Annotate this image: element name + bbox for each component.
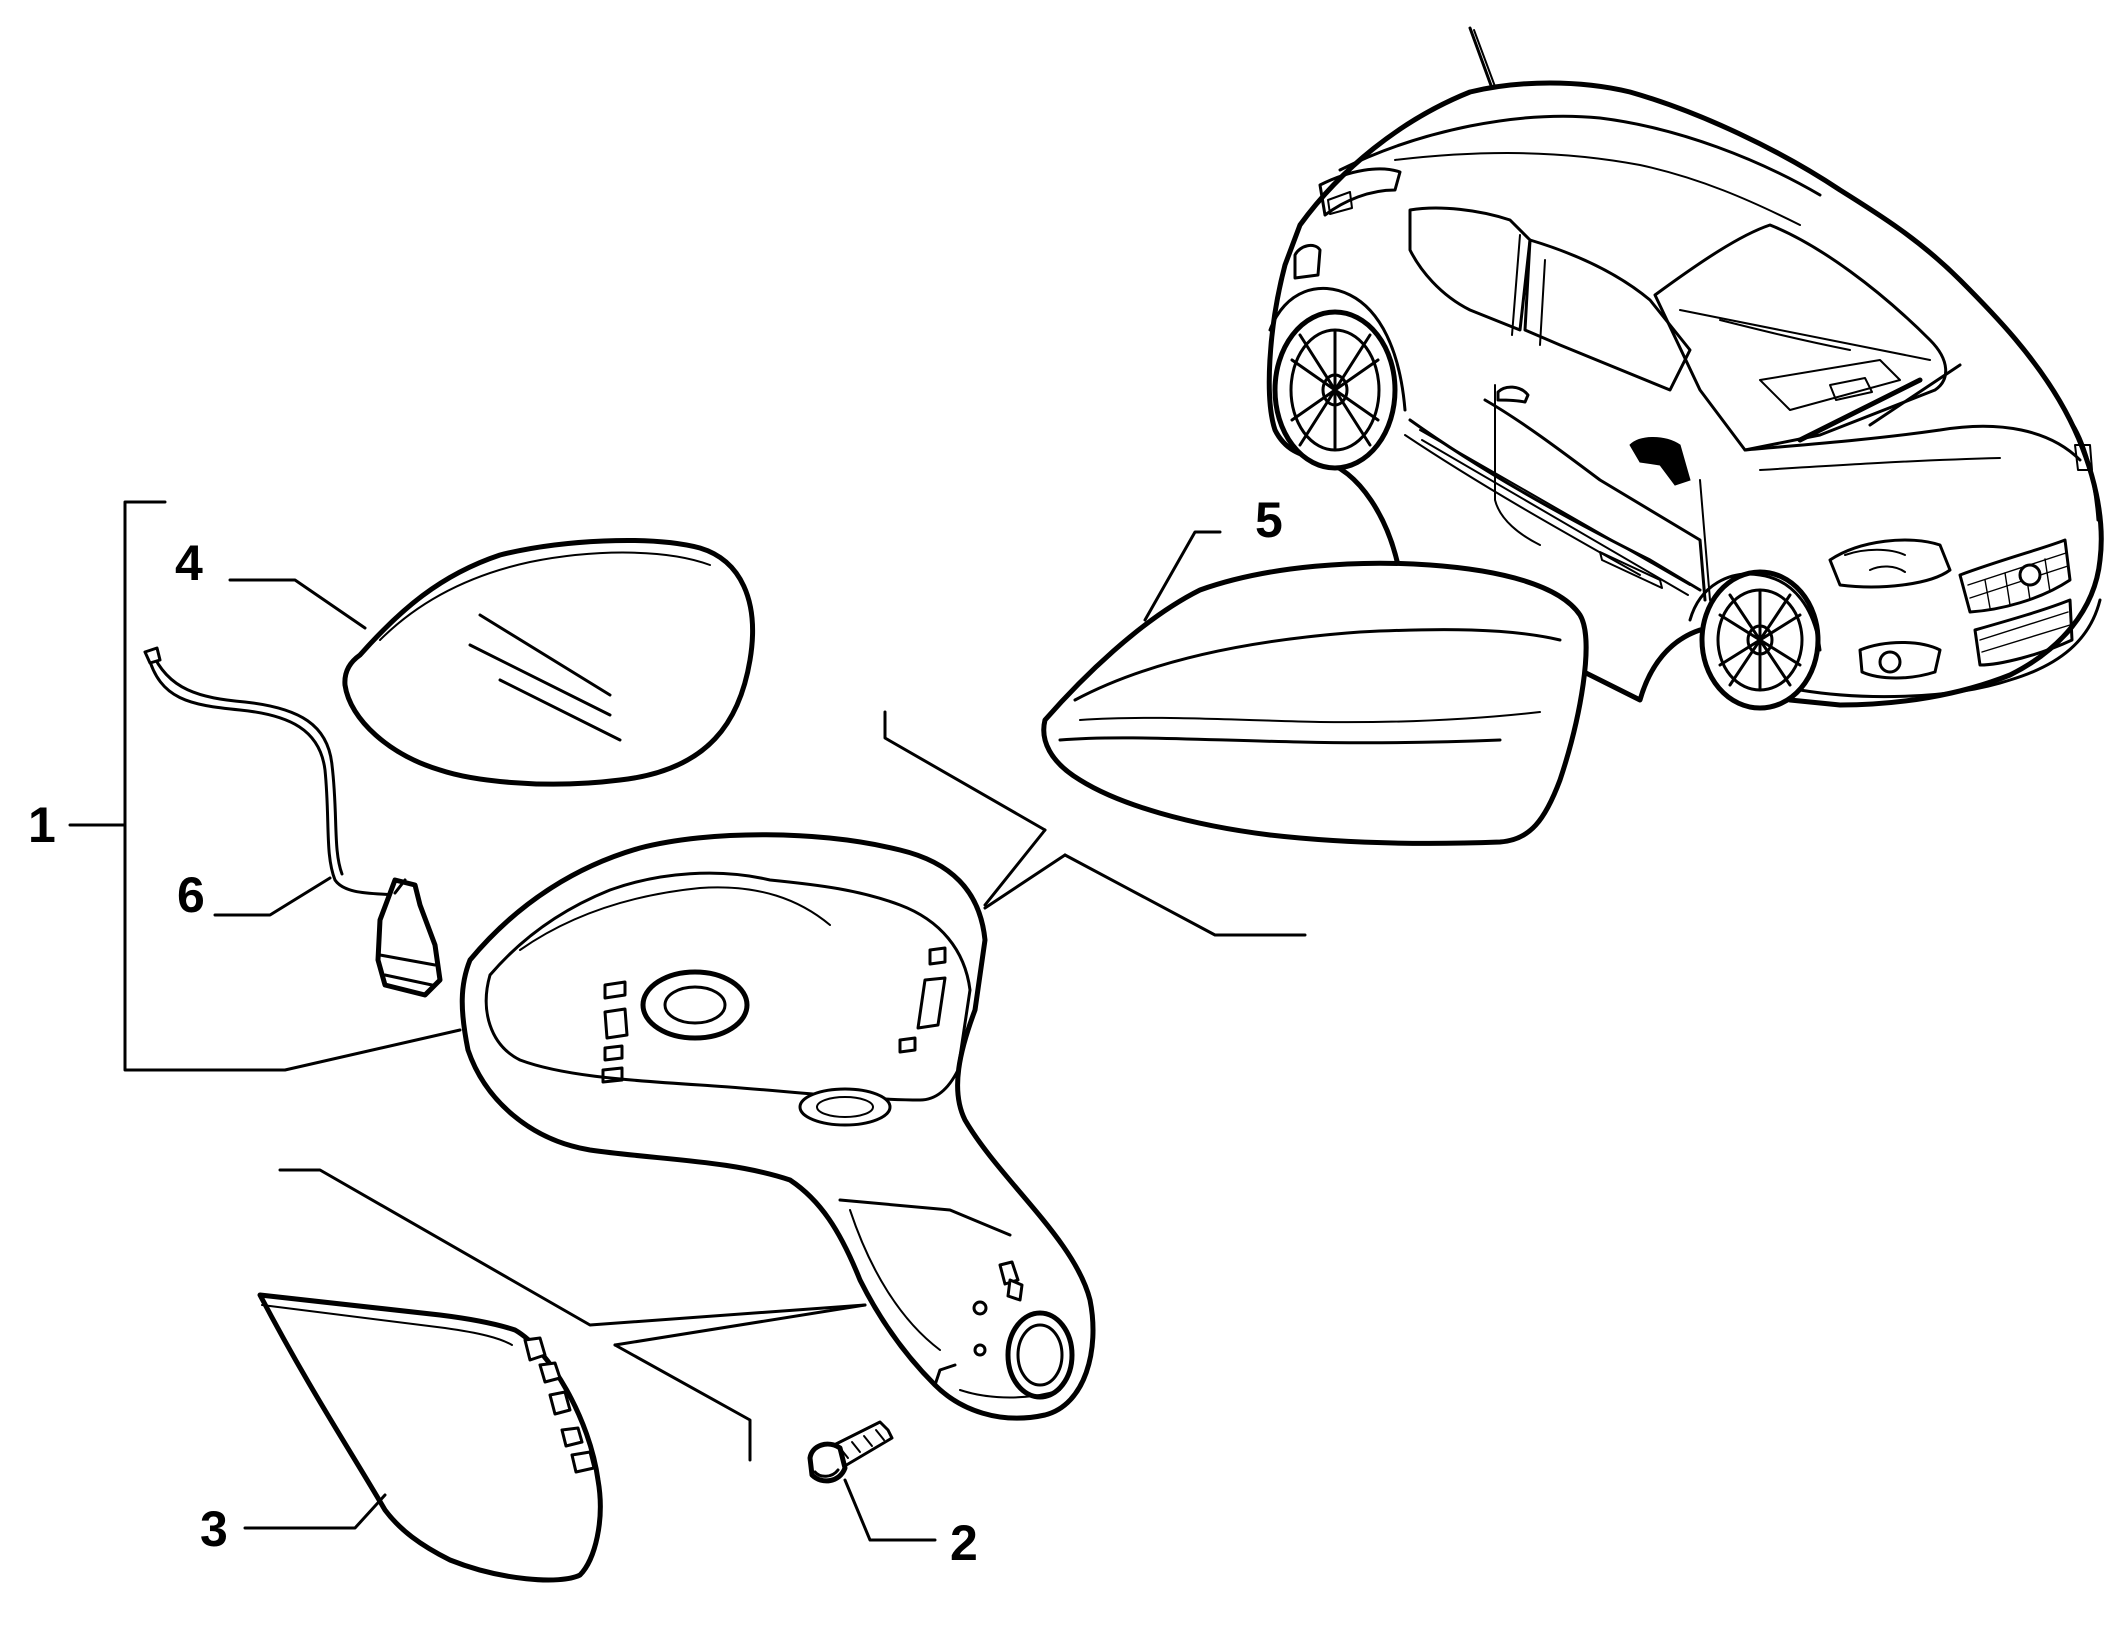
part-label-4: 4 (175, 535, 203, 591)
part-label-6: 6 (177, 867, 205, 923)
part-3-lower-cover (243, 1292, 603, 1583)
part-label-5: 5 (1255, 492, 1283, 548)
part-2-screw (807, 1420, 937, 1542)
main-mirror-housing (459, 832, 1096, 1421)
part-6-wiring-connector (143, 646, 443, 998)
part-5-mirror-cover-cap (1041, 530, 1589, 846)
part-1-assembly-bracket (68, 500, 462, 1072)
part-label-2: 2 (950, 1515, 978, 1571)
part-4-mirror-glass (228, 538, 756, 787)
part-label-3: 3 (200, 1501, 228, 1557)
part-labels: 1 2 3 4 5 6 (28, 492, 1283, 1571)
connector-lines (278, 710, 1307, 1462)
part-label-1: 1 (28, 797, 56, 853)
car-illustration (1266, 26, 2104, 711)
